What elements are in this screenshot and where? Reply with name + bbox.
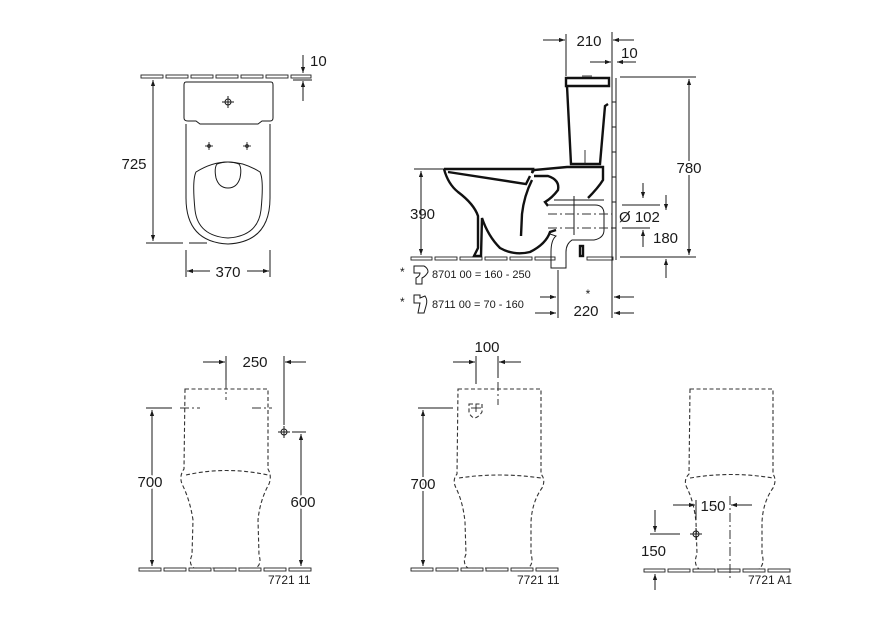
model-number: 7721 11 xyxy=(517,573,560,587)
dim-tank-depth: 210 xyxy=(576,33,601,50)
front-view-1: 700 250 600 7721 11 xyxy=(135,354,317,587)
toilet-silhouette xyxy=(684,388,776,570)
wall-tiles xyxy=(140,74,312,79)
floor-tiles xyxy=(410,256,614,261)
top-view: 725 370 10 xyxy=(121,53,326,281)
accessory-label: 8711 00 = 70 - 160 xyxy=(432,299,524,311)
water-supply-icon xyxy=(690,528,702,540)
side-view: 210 10 780 390 Ø 102 180 * 220 xyxy=(400,32,704,320)
toilet-silhouette xyxy=(453,388,545,569)
cistern-body xyxy=(565,85,609,166)
crosshair-icon xyxy=(471,404,481,412)
dim-outlet-diameter: Ø 102 xyxy=(619,209,660,226)
dim-outlet-height: 180 xyxy=(653,230,678,247)
flush-valve-icon xyxy=(468,403,483,419)
dim-wall-gap: 10 xyxy=(310,53,327,70)
dim-offset: 250 xyxy=(242,354,267,371)
dim-wall-gap-side: 10 xyxy=(621,45,638,62)
water-supply-icon xyxy=(278,426,290,438)
dim-height: 700 xyxy=(410,476,435,493)
toilet-silhouette xyxy=(180,388,271,569)
accessory-marker: * xyxy=(400,295,405,309)
dim-offset: 150 xyxy=(700,498,725,515)
front-view-2: 700 100 7721 11 xyxy=(408,339,560,587)
outlet-asterisk: * xyxy=(586,287,591,301)
front-view-3: 150 150 7721 A1 xyxy=(641,388,792,590)
bowl-outline xyxy=(444,165,605,199)
wall xyxy=(611,32,617,260)
accessory-label: 8701 00 = 160 - 250 xyxy=(432,269,531,281)
fixing-point-icon xyxy=(205,142,213,150)
accessory-item: * 8701 00 = 160 - 250 xyxy=(400,265,531,285)
dim-depth: 725 xyxy=(121,156,146,173)
floor-tiles xyxy=(410,567,559,572)
dim-offset: 100 xyxy=(474,339,499,356)
seat-hole xyxy=(214,161,242,189)
fixing-point-icon xyxy=(243,142,251,150)
dim-supply-height: 150 xyxy=(641,543,666,560)
model-number: 7721 11 xyxy=(268,573,311,587)
model-number: 7721 A1 xyxy=(748,573,792,587)
accessory-marker: * xyxy=(400,265,405,279)
dim-width: 370 xyxy=(215,264,240,281)
bowl-outline xyxy=(185,124,271,245)
dim-total-height: 780 xyxy=(676,160,701,177)
dim-bowl-height: 390 xyxy=(410,206,435,223)
dim-supply-height: 600 xyxy=(290,494,315,511)
cistern-outline xyxy=(183,81,274,125)
straight-bend-icon xyxy=(413,294,428,314)
outlet-pipe xyxy=(548,204,605,269)
dim-height: 700 xyxy=(137,474,162,491)
s-bend-icon xyxy=(413,265,429,285)
accessory-item: * 8711 00 = 70 - 160 xyxy=(400,294,524,314)
flush-button-icon xyxy=(222,96,234,108)
floor-tiles xyxy=(643,568,791,573)
dim-outlet-distance: 220 xyxy=(573,303,598,320)
seat-outline xyxy=(193,161,263,239)
floor-tiles xyxy=(138,567,312,572)
cistern-outline xyxy=(564,76,611,88)
